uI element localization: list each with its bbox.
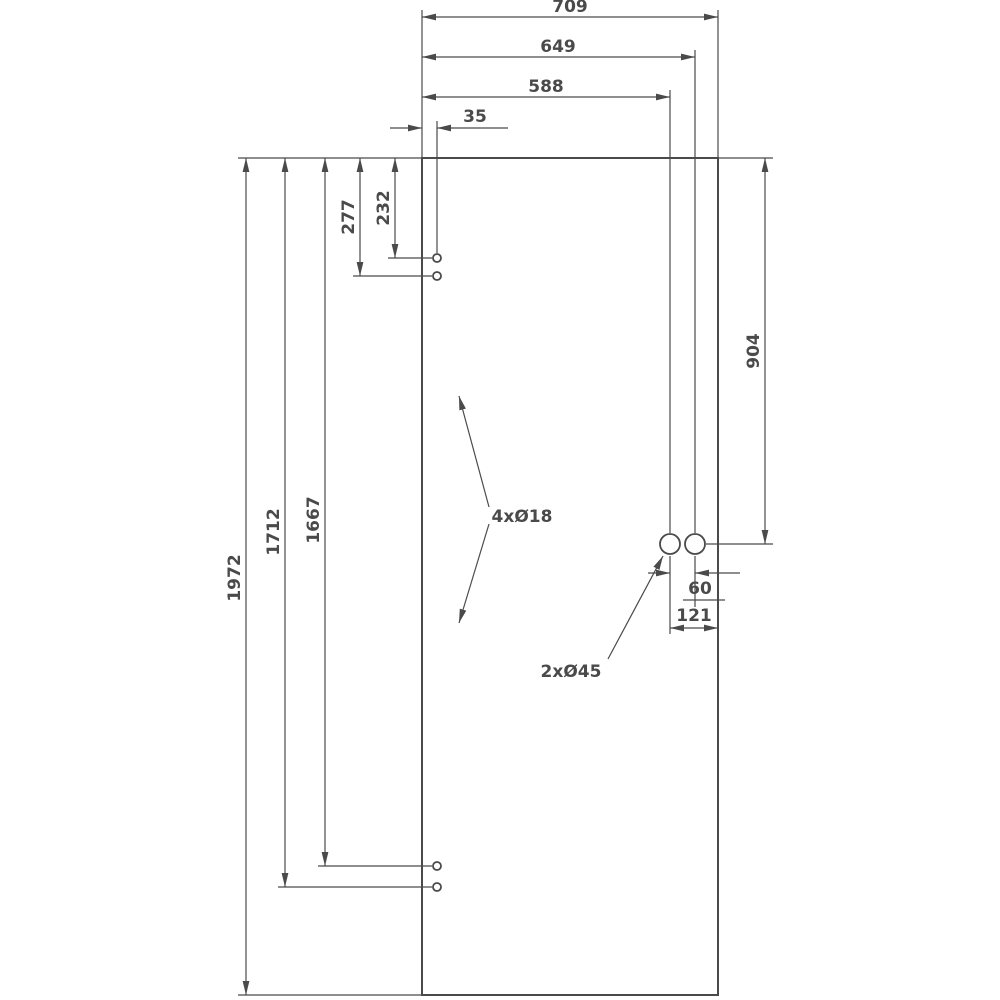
dimension-texts: 709 649 588 35 232 277 1667 1712 1972 90…: [225, 0, 764, 682]
door-panel-outline: [421, 157, 719, 996]
dim-text-649: 649: [540, 37, 576, 57]
dim-text-60: 60: [688, 579, 712, 599]
leader-hinge-holes-down: [458, 523, 490, 624]
leader-hinge-holes-up: [458, 395, 490, 508]
leader-lines: [458, 395, 664, 660]
dim-text-588: 588: [528, 77, 564, 97]
hinge-hole-top-2: [432, 271, 442, 281]
hinge-hole-bottom-2: [432, 882, 442, 892]
handle-holes: [659, 533, 706, 555]
hinge-hole-top-1: [432, 253, 442, 263]
dim-text-121: 121: [676, 606, 712, 626]
extension-lines: [238, 10, 773, 996]
dim-text-709: 709: [552, 0, 588, 17]
dim-text-1712: 1712: [264, 508, 284, 555]
dim-text-35: 35: [463, 107, 487, 127]
handle-hole-left: [659, 533, 681, 555]
leader-handle-holes: [607, 555, 664, 660]
dim-text-232: 232: [374, 190, 394, 226]
callout-text-hinge-holes: 4xØ18: [492, 507, 553, 527]
dim-text-904: 904: [744, 333, 764, 369]
hinge-holes: [432, 253, 442, 892]
dim-text-1972: 1972: [225, 554, 245, 601]
hinge-hole-bottom-1: [432, 861, 442, 871]
callout-text-handle-holes: 2xØ45: [541, 662, 602, 682]
dim-text-277: 277: [339, 199, 359, 235]
dim-text-1667: 1667: [304, 496, 324, 543]
dimension-lines: [242, 13, 769, 995]
handle-hole-right: [684, 533, 706, 555]
